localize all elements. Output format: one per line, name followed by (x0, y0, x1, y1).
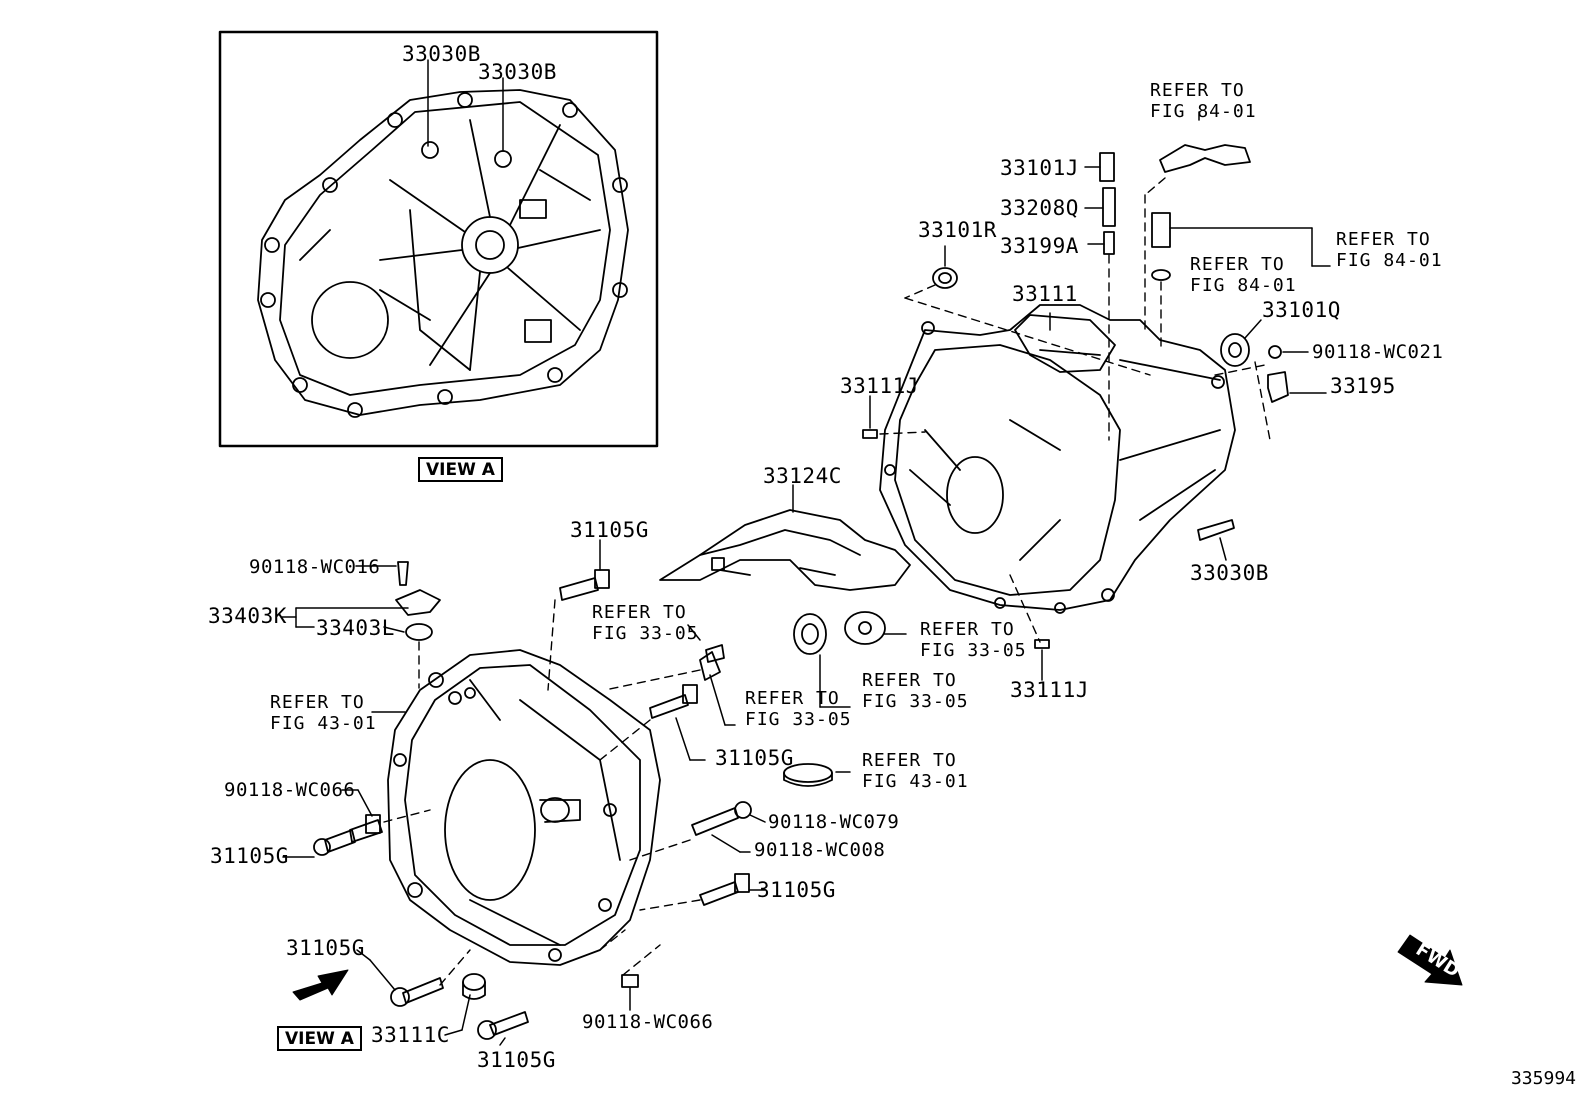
label-33111J-a: 33111J (840, 374, 919, 398)
view-a-caption-top: VIEW A (418, 457, 503, 482)
label-90118-WC066-b: 90118-WC066 (582, 1011, 714, 1033)
bolt-parts (313, 561, 886, 1040)
label-31105G-mid: 31105G (715, 746, 794, 770)
dashed-guides-right (879, 177, 1271, 643)
label-33208Q: 33208Q (1000, 196, 1079, 220)
label-33111J-b: 33111J (1010, 678, 1089, 702)
label-90118-WC079: 90118-WC079 (768, 811, 900, 833)
fwd-arrow-icon (1397, 934, 1463, 986)
ref-fig-33-05-c: REFER TO FIG 33-05 (862, 670, 969, 712)
ref-fig-33-05-d: REFER TO FIG 33-05 (745, 688, 852, 730)
label-33101R: 33101R (918, 218, 997, 242)
view-a-inset-frame (218, 30, 659, 448)
label-33403L: 33403L (316, 616, 395, 640)
front-case-drawing (387, 649, 661, 966)
ref-fig-43-01-b: REFER TO FIG 43-01 (862, 750, 969, 792)
ref-fig-43-01-a: REFER TO FIG 43-01 (270, 692, 377, 734)
ref-fig-33-05-a: REFER TO FIG 33-05 (592, 602, 699, 644)
label-90118-WC021: 90118-WC021 (1312, 341, 1444, 363)
view-a-arrow-icon (292, 969, 349, 1001)
label-33030B-b: 33030B (478, 60, 557, 84)
label-33101Q: 33101Q (1262, 298, 1341, 322)
label-33195: 33195 (1330, 374, 1396, 398)
ref-fig-33-05-b: REFER TO FIG 33-05 (920, 619, 1027, 661)
label-31105G-bottom: 31105G (477, 1048, 556, 1072)
figure-id: 335994 (1510, 1068, 1576, 1089)
view-a-caption-bottom: VIEW A (277, 1026, 362, 1051)
ref-fig-84-01-b: REFER TO FIG 84-01 (1336, 229, 1443, 271)
ref-fig-84-01-c: REFER TO FIG 84-01 (1190, 254, 1297, 296)
bracket-33124C-drawing (659, 509, 911, 591)
label-90118-WC008: 90118-WC008 (754, 839, 886, 861)
rear-case-33111-drawing (879, 304, 1236, 614)
label-31105G-top: 31105G (570, 518, 649, 542)
label-90118-WC016: 90118-WC016 (249, 556, 381, 578)
label-31105G-right: 31105G (757, 878, 836, 902)
view-a-case-drawing (257, 89, 629, 418)
label-33403K: 33403K (208, 604, 287, 628)
label-31105G-left: 31105G (210, 844, 289, 868)
label-33111: 33111 (1012, 282, 1078, 306)
label-33101J: 33101J (1000, 156, 1079, 180)
label-90118-WC066-a: 90118-WC066 (224, 779, 356, 801)
label-33030B-c: 33030B (1190, 561, 1269, 585)
label-33199A: 33199A (1000, 234, 1079, 258)
label-33111C: 33111C (371, 1023, 450, 1047)
dashed-guides-left (383, 599, 701, 986)
leaders-left (281, 539, 907, 1046)
label-31105G-bl: 31105G (286, 936, 365, 960)
label-33124C: 33124C (763, 464, 842, 488)
ref-fig-84-01-a: REFER TO FIG 84-01 (1150, 80, 1257, 122)
leaders-right (869, 111, 1331, 681)
label-33030B-a: 33030B (402, 42, 481, 66)
